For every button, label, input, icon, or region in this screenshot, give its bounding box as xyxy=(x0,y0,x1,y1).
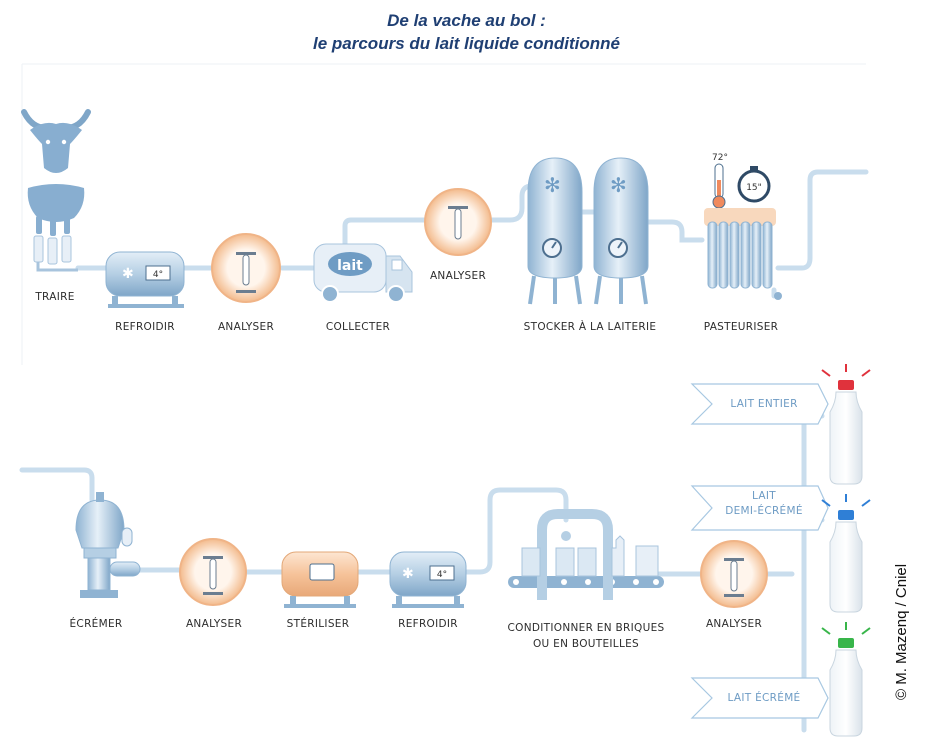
bottle-skimmed-milk-icon xyxy=(821,622,871,737)
cooler-temp: 4° xyxy=(153,270,163,280)
step-label-conditionner-line-1: CONDITIONNER EN BRIQUES xyxy=(507,622,665,634)
analysis-disc-icon xyxy=(179,538,247,606)
analysis-disc-icon xyxy=(424,188,492,256)
step-label-analyser: ANALYSER xyxy=(185,618,243,630)
tag-lait-entier xyxy=(690,383,829,425)
packaging-machine-icon xyxy=(508,509,664,600)
bottle-semi-skimmed-milk-icon xyxy=(821,494,871,613)
sterilizer-tank-icon xyxy=(281,551,359,608)
title-line-1: De la vache au bol : xyxy=(387,11,546,30)
storage-silo-icon: ✻ xyxy=(593,157,649,305)
tag-lait-demi-ecreme xyxy=(690,485,829,531)
title-line-2: le parcours du lait liquide conditionné xyxy=(313,34,620,53)
step-label-steriliser: STÉRILISER xyxy=(286,618,350,630)
thermometer-icon: 72° xyxy=(712,153,728,209)
step-label-conditionner-line-2: OU EN BOUTEILLES xyxy=(532,638,640,650)
step-label-analyser: ANALYSER xyxy=(217,321,275,333)
photo-credit: © M. Mazenq / Cniel xyxy=(893,563,910,700)
step-label-traire: TRAIRE xyxy=(35,291,75,303)
step-label-analyser: ANALYSER xyxy=(705,618,763,630)
timer-value: 15" xyxy=(746,183,762,193)
cow-udder-icon xyxy=(27,184,85,236)
tag-lait-ecreme xyxy=(690,677,829,719)
truck-logo: lait xyxy=(337,258,363,274)
step-label-pasteuriser: PASTEURISER xyxy=(703,321,779,333)
snowflake-icon: ✱ xyxy=(122,266,134,282)
bottle-whole-milk-icon xyxy=(821,364,871,485)
analysis-disc-icon xyxy=(211,233,281,303)
top-pipes xyxy=(75,169,869,299)
step-label-stocker: STOCKER À LA LAITERIE xyxy=(523,321,657,333)
svg-text:✻: ✻ xyxy=(610,173,627,197)
analysis-disc-icon xyxy=(700,540,768,608)
radiator-icon xyxy=(704,208,782,300)
milk-type-demi-line-1: LAIT xyxy=(752,490,776,502)
cooler-temp-2: 4° xyxy=(437,570,447,580)
step-label-refroidir: REFROIDIR xyxy=(398,618,458,630)
cooling-tank-icon: ✱ 4° xyxy=(105,251,185,308)
cream-separator-icon xyxy=(75,492,141,598)
step-label-analyser: ANALYSER xyxy=(429,270,487,282)
milking-cups-icon xyxy=(33,235,78,272)
milk-type-entier: LAIT ENTIER xyxy=(730,398,798,410)
step-label-ecremer: ÉCRÉMER xyxy=(69,618,123,630)
thermo-temp: 72° xyxy=(712,153,728,163)
step-label-refroidir: REFROIDIR xyxy=(115,321,175,333)
storage-silo-icon: ✻ xyxy=(527,157,583,305)
stopwatch-icon: 15" xyxy=(737,166,771,203)
milk-type-ecreme: LAIT ÉCRÉMÉ xyxy=(727,692,801,704)
svg-text:✻: ✻ xyxy=(544,173,561,197)
cow-head-icon xyxy=(21,109,91,173)
milk-truck-icon: lait xyxy=(313,243,413,303)
step-label-collecter: COLLECTER xyxy=(325,321,391,333)
cooling-tank-icon: ✱ 4° xyxy=(389,551,467,608)
milk-type-demi-line-2: DEMI-ÉCRÉMÉ xyxy=(725,505,803,517)
snowflake-icon: ✱ xyxy=(402,566,414,582)
